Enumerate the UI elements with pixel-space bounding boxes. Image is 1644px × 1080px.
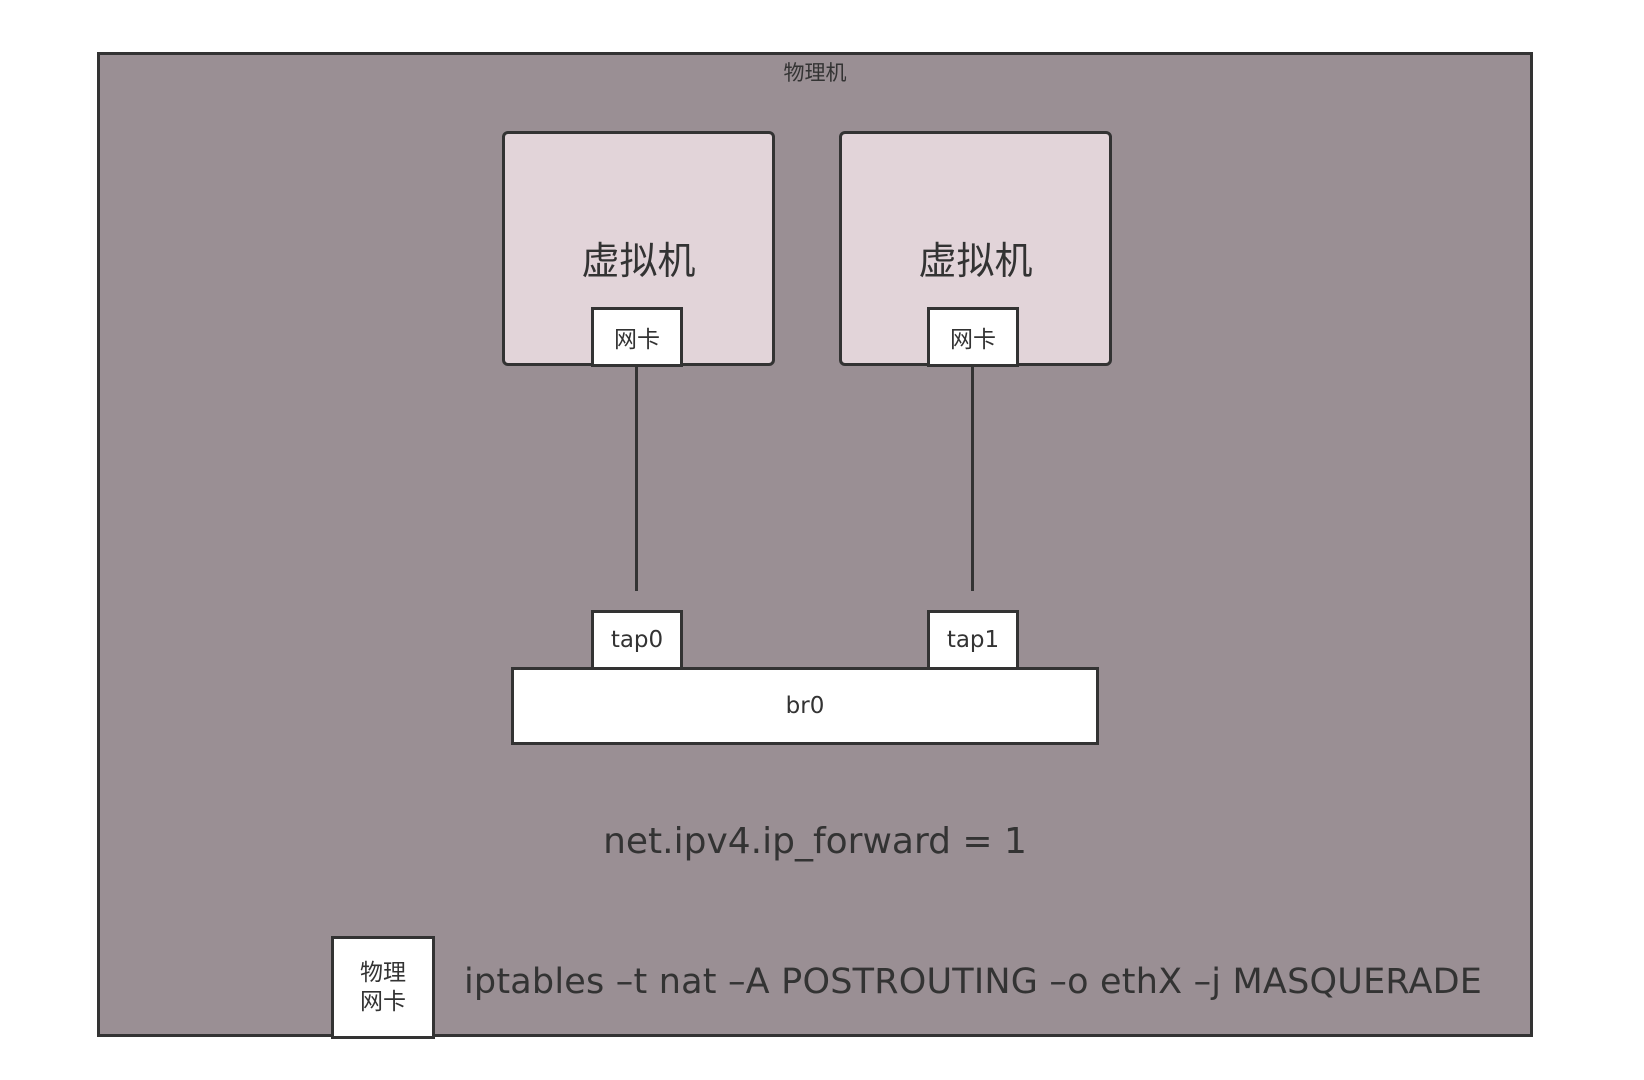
tap0-device: tap0 <box>591 610 683 670</box>
virtual-machine-2-nic-label: 网卡 <box>950 327 996 353</box>
tap1-label: tap1 <box>946 627 1000 653</box>
virtual-machine-1-title: 虚拟机 <box>581 239 696 283</box>
wire-vm2-to-tap1 <box>971 365 974 591</box>
iptables-masquerade-note: iptables –t nat –A POSTROUTING –o ethX –… <box>464 962 1483 1002</box>
bridge-label: br0 <box>785 693 825 719</box>
wire-vm1-to-tap0 <box>635 365 638 591</box>
ip-forward-note: net.ipv4.ip_forward = 1 <box>603 821 1027 862</box>
tap0-label: tap0 <box>610 627 664 653</box>
virtual-machine-2-title: 虚拟机 <box>918 239 1033 283</box>
bridge-br0: br0 <box>511 667 1099 745</box>
tap1-device: tap1 <box>927 610 1019 670</box>
physical-machine: 物理机 虚拟机 网卡 虚拟机 网卡 tap0 tap1 br0 net.ipv4… <box>97 52 1533 1039</box>
virtual-machine-1-nic-label: 网卡 <box>614 327 660 353</box>
physical-machine-title: 物理机 <box>783 61 847 85</box>
physical-nic: 物理 网卡 <box>331 936 435 1039</box>
virtual-machine-2-nic: 网卡 <box>927 307 1019 367</box>
virtual-machine-1-nic: 网卡 <box>591 307 683 367</box>
physical-nic-label-line1: 物理 <box>360 959 406 986</box>
physical-nic-label-line2: 网卡 <box>360 988 406 1015</box>
